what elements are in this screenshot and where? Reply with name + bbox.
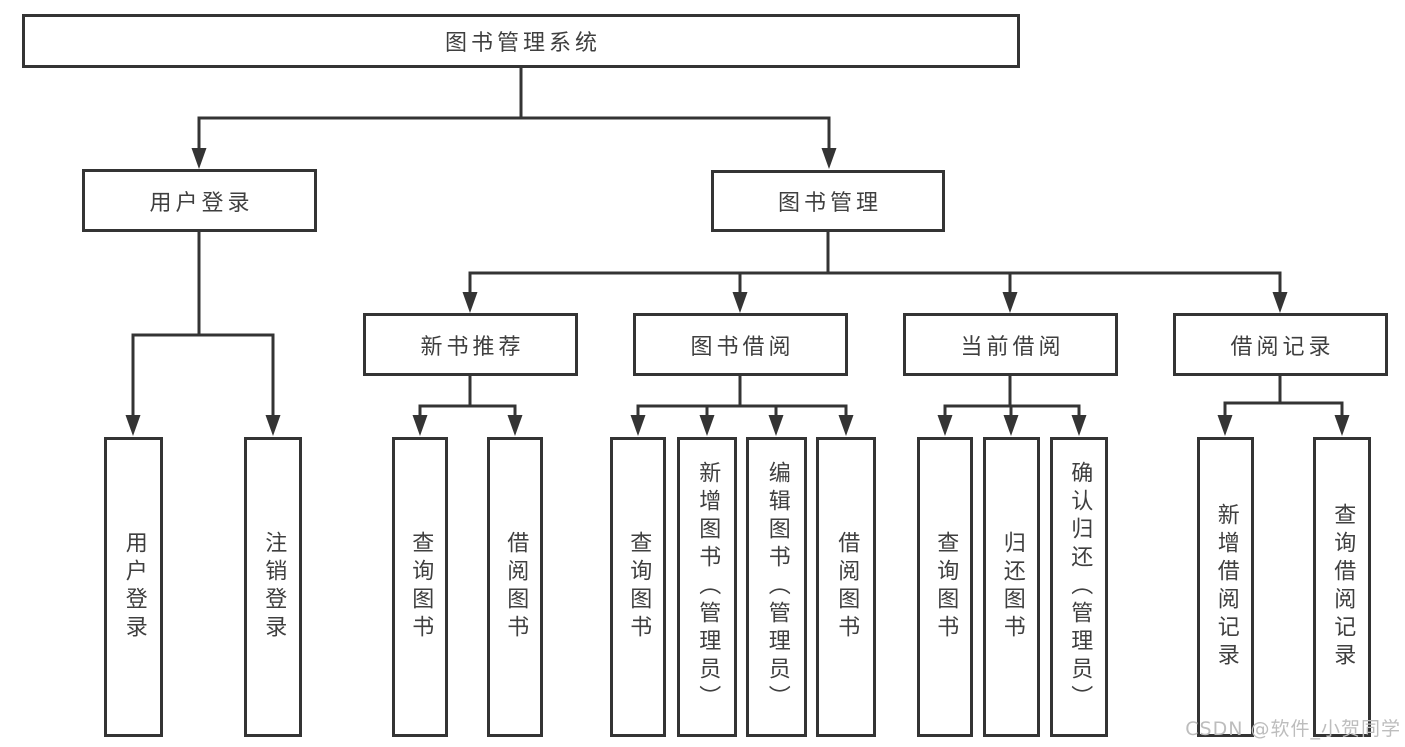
node-query-books-current-label: 查询图书: [933, 531, 959, 643]
connector-arrowhead: [630, 415, 646, 436]
node-return-books-label: 归还图书: [999, 531, 1025, 643]
node-edit-book-admin: 编辑图书（管理员）: [746, 437, 807, 737]
connector-arrowhead: [1071, 415, 1087, 436]
node-query-borrow-record-label: 查询借阅记录: [1330, 503, 1356, 671]
node-query-borrow-record: 查询借阅记录: [1313, 437, 1371, 737]
node-current-borrowing: 当前借阅: [903, 313, 1118, 376]
node-current-borrowing-label: 当前借阅: [960, 334, 1065, 360]
node-book-borrowing: 图书借阅: [633, 313, 848, 376]
node-borrow-books-recommend: 借阅图书: [487, 437, 543, 737]
node-borrowing-records-label: 借阅记录: [1230, 334, 1335, 360]
connector-arrowhead: [838, 415, 854, 436]
connector-arrowhead: [191, 148, 207, 169]
node-query-books-recommend: 查询图书: [392, 437, 448, 737]
node-query-books-borrowing-label: 查询图书: [626, 531, 652, 643]
node-root: 图书管理系统: [22, 14, 1020, 68]
node-query-books-borrowing: 查询图书: [610, 437, 666, 737]
connector-arrowhead: [768, 415, 784, 436]
connector-arrowhead: [937, 415, 953, 436]
node-query-books-recommend-label: 查询图书: [408, 531, 434, 643]
node-logout-label: 注销登录: [261, 531, 287, 643]
node-new-book-recommend: 新书推荐: [363, 313, 578, 376]
node-borrow-books-borrowing: 借阅图书: [816, 437, 876, 737]
connector-arrowhead: [462, 292, 478, 313]
node-logout: 注销登录: [244, 437, 302, 737]
node-borrow-books-borrowing-label: 借阅图书: [834, 531, 860, 643]
connector-arrowhead: [125, 415, 141, 436]
node-user-login-label: 用户登录: [149, 190, 254, 216]
connector-arrowhead: [507, 415, 523, 436]
connector-arrowhead: [1003, 415, 1019, 436]
connector-arrowhead: [412, 415, 428, 436]
node-add-borrow-record: 新增借阅记录: [1197, 437, 1254, 737]
node-add-book-admin: 新增图书（管理员）: [677, 437, 737, 737]
connector-arrowhead: [732, 292, 748, 313]
connector-arrowhead: [1217, 415, 1233, 436]
node-return-books: 归还图书: [983, 437, 1040, 737]
node-add-book-admin-label: 新增图书（管理员）: [695, 461, 721, 713]
node-book-management: 图书管理: [711, 170, 945, 232]
connector-arrowhead: [265, 415, 281, 436]
node-borrow-books-recommend-label: 借阅图书: [503, 531, 529, 643]
connector-arrowhead: [1002, 292, 1018, 313]
connector-arrowhead: [699, 415, 715, 436]
node-book-borrowing-label: 图书借阅: [690, 334, 795, 360]
node-borrowing-records: 借阅记录: [1173, 313, 1388, 376]
node-add-borrow-record-label: 新增借阅记录: [1213, 503, 1239, 671]
connector-arrowhead: [1272, 292, 1288, 313]
connector-arrowhead: [821, 148, 837, 169]
node-book-management-label: 图书管理: [777, 191, 882, 216]
node-query-books-current: 查询图书: [917, 437, 973, 737]
node-user-login-leaf-label: 用户登录: [121, 531, 147, 643]
connector-arrowhead: [1334, 415, 1350, 436]
node-edit-book-admin-label: 编辑图书（管理员）: [764, 461, 790, 713]
csdn-watermark: CSDN @软件_小贺同学: [1185, 718, 1401, 740]
node-root-label: 图书管理系统: [444, 31, 601, 56]
node-confirm-return-admin-label: 确认归还（管理员）: [1067, 461, 1093, 713]
node-user-login-leaf: 用户登录: [104, 437, 163, 737]
node-new-book-recommend-label: 新书推荐: [420, 334, 525, 360]
node-user-login: 用户登录: [82, 169, 317, 232]
node-confirm-return-admin: 确认归还（管理员）: [1050, 437, 1108, 737]
